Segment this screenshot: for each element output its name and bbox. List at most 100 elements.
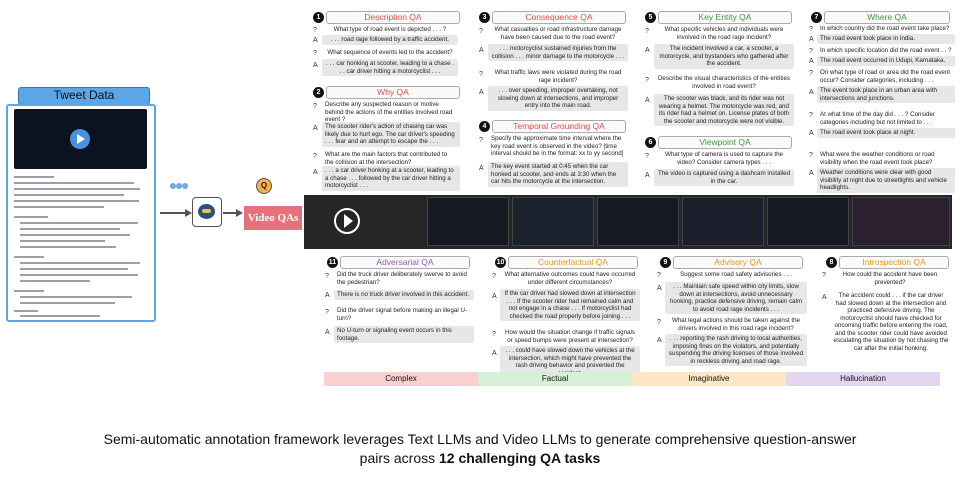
question-icon: ? [809,70,813,77]
users-icon [170,183,188,193]
question-icon: ? [492,273,496,280]
where-a1: The road event took place in India. [817,34,955,44]
answer-icon: A [809,36,814,43]
where-q5: What were the weather conditions or road… [820,151,935,166]
answer-icon: A [479,47,484,54]
section-number: 2 [313,87,324,98]
answer-icon: A [809,58,814,65]
question-icon: ? [657,319,661,326]
question-icon: ? [809,112,813,119]
where-a3: The event took place in an urban area wi… [817,86,955,103]
temporal-q1: Specify the approximate time interval wh… [491,135,624,157]
question-icon: ? [822,272,826,279]
video-frame [767,197,849,246]
answer-icon: A [492,293,497,300]
section-number: 7 [811,12,822,23]
answer-icon: A [809,89,814,96]
qa-icon: Q [256,178,272,194]
category-imaginative: Imaginative [632,372,786,386]
section-number: 3 [479,12,490,23]
question-icon: ? [479,71,483,78]
section-number: 10 [495,257,506,268]
where-a4: The road event took place at night. [817,128,955,138]
category-factual: Factual [478,372,632,386]
entity-a2: The scooter was black, and its rider was… [654,94,794,126]
description-a2: . . . car honking at scooter, leading to… [322,59,458,76]
answer-icon: A [657,285,662,292]
counterfactual-q2: How would the situation change if traffi… [505,329,635,344]
answer-icon: A [809,130,814,137]
question-icon: ? [657,272,661,279]
key-entity-qa-title: Key Entity QA [658,11,792,24]
answer-icon: A [479,89,484,96]
question-icon: ? [809,152,813,159]
adversarial-a1: There is no truck driver involved in thi… [334,290,474,300]
description-a1: . . . road rage followed by a traffic ac… [322,35,458,45]
answer-icon: A [313,37,318,44]
where-a5: Weather conditions were clear with good … [817,168,955,193]
answer-icon: A [645,172,650,179]
consequence-qa-title: Consequence QA [492,11,626,24]
question-icon: ? [645,77,649,84]
adversarial-a2: No U-turn or signaling event occurs in t… [334,326,474,343]
advisory-qa-title: Advisory QA [673,256,803,269]
answer-icon: A [645,97,650,104]
question-icon: ? [645,28,649,35]
where-q2: In which specific location did the road … [820,47,952,54]
arrow-right-icon [160,212,188,214]
robot-icon [192,197,222,227]
temporal-a1: The key event started at 0:45 when the c… [488,162,628,187]
answer-icon: A [313,125,318,132]
answer-icon: A [657,337,662,344]
description-q1: What type of road event is depicted . . … [333,26,447,33]
answer-icon: A [313,62,318,69]
consequence-a2: . . . over speeding, improper overtaking… [488,86,628,111]
arrow-right-icon-2 [223,212,239,214]
consequence-a1: . . . motorcyclist sustained injuries fr… [488,44,628,61]
question-icon: ? [325,273,329,280]
entity-a1: The incident involved a car, a scooter, … [654,44,794,69]
video-frame [597,197,679,246]
answer-icon: A [822,294,827,301]
question-icon: ? [313,27,317,34]
introspection-qa-title: Introspection QA [839,256,949,269]
counterfactual-a1: If the car driver had slowed down at int… [500,289,640,321]
question-icon: ? [645,153,649,160]
entity-q1: What specific vehicles and individuals w… [664,26,784,41]
viewpoint-a1: The video is captured using a dashcam in… [654,169,794,186]
advisory-a2: . . . reporting the rash driving to loca… [665,334,807,366]
tweet-video-thumbnail [14,109,147,169]
question-icon: ? [325,309,329,316]
description-q2: What sequence of events led to the accid… [327,49,453,56]
viewpoint-q1: What type of camera is used to capture t… [665,151,783,166]
caption-line-2-text: pairs across [359,450,440,466]
description-qa-title: Description QA [326,11,460,24]
question-icon: ? [809,48,813,55]
counterfactual-qa-title: Counterfactual QA [508,256,638,269]
adversarial-q1: Did the truck driver deliberately swerve… [337,271,467,286]
temporal-qa-title: Temporal Grounding QA [492,120,626,133]
section-number: 6 [645,137,656,148]
video-frame [512,197,594,246]
why-q2: What are the main factors that contribut… [325,151,448,166]
why-a2: . . . a car driver honking at a scooter,… [322,166,460,191]
consequence-q2: What traffic laws were violated during t… [494,69,622,84]
question-icon: ? [313,103,317,110]
caption-line-1: Semi-automatic annotation framework leve… [103,431,857,447]
advisory-q2: What legal actions should be taken again… [672,317,800,332]
section-number: 1 [313,12,324,23]
answer-icon: A [645,47,650,54]
figure-caption: Semi-automatic annotation framework leve… [0,430,960,468]
introspection-q1: How could the accident have been prevent… [842,271,938,286]
section-number: 11 [327,257,338,268]
category-complex: Complex [324,372,478,386]
section-number: 8 [826,257,837,268]
tweet-data-title: Tweet Data [18,87,150,105]
figure: Tweet Data [6,11,955,386]
video-frame [427,197,509,246]
answer-icon: A [325,292,330,299]
question-icon: ? [313,153,317,160]
answer-icon: A [313,169,318,176]
adversarial-qa-title: Adversarial QA [340,256,470,269]
category-hallucination: Hallucination [786,372,940,386]
